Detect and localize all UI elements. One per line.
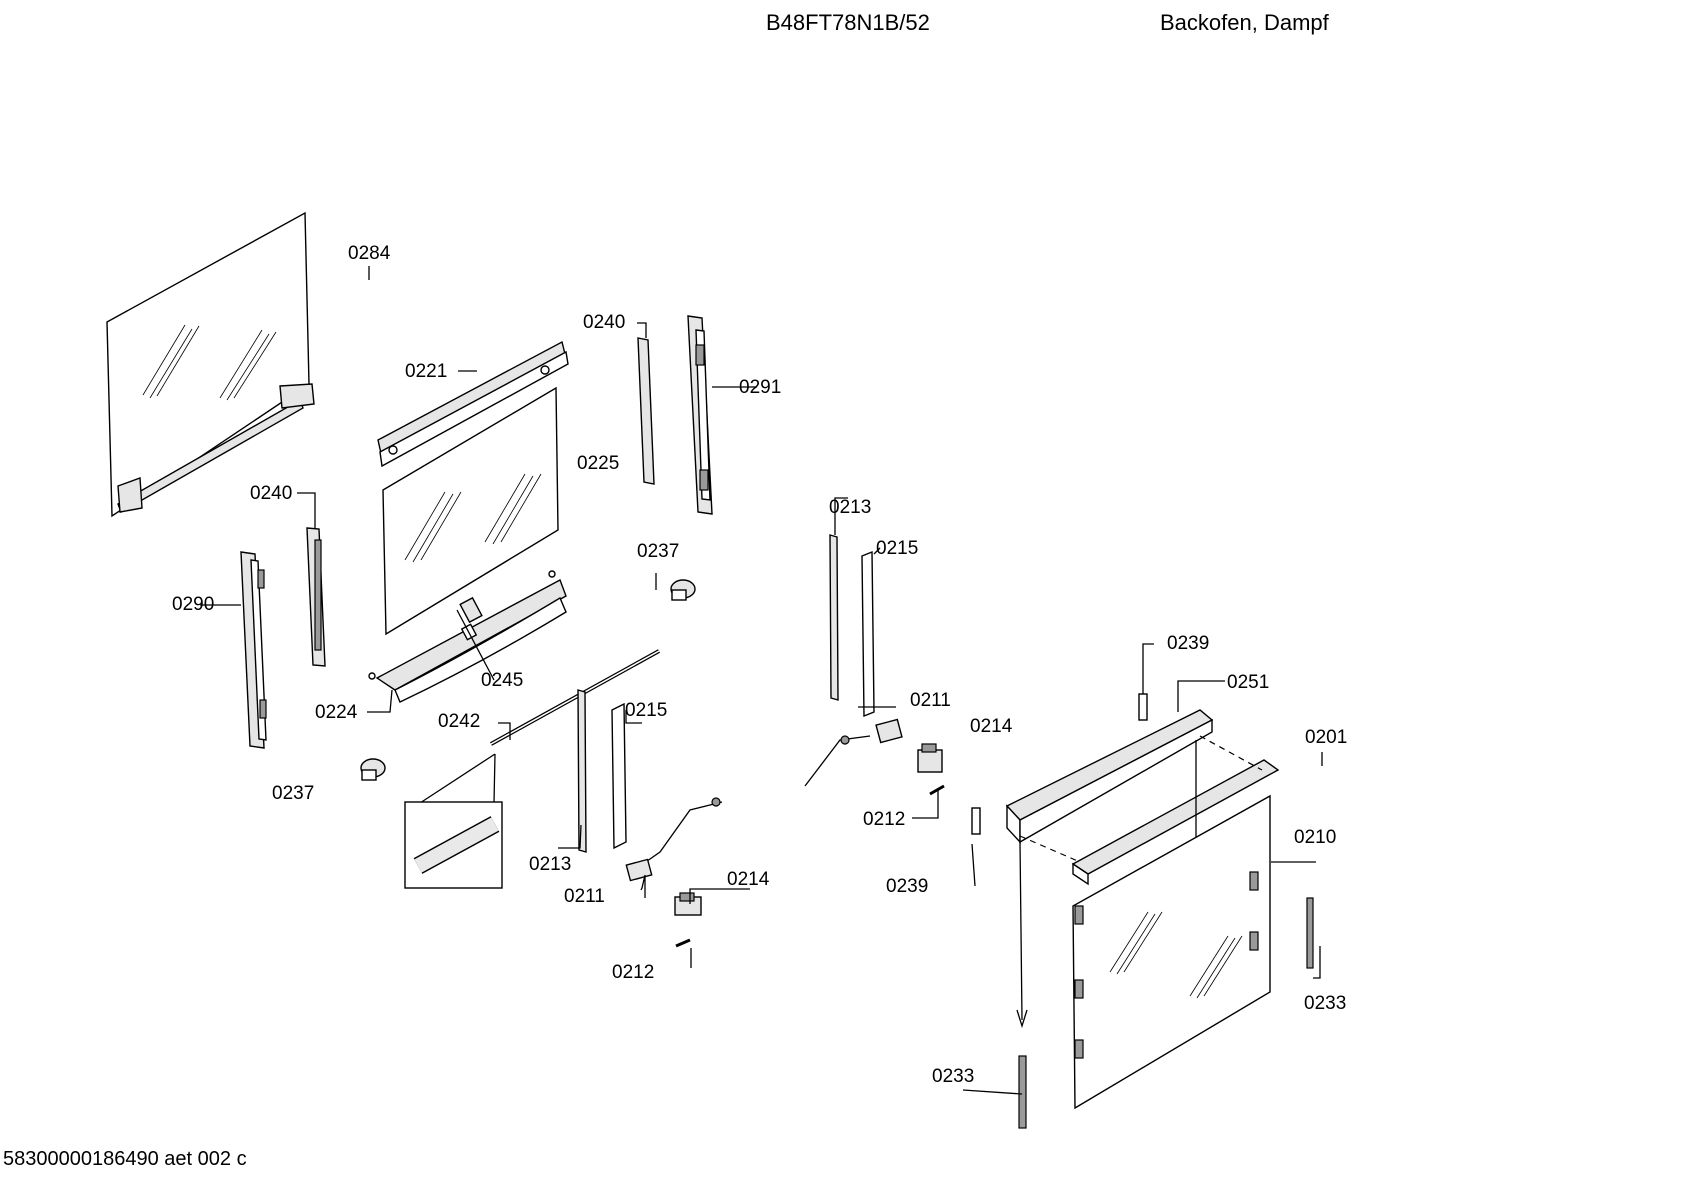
label-0245: 0245 (481, 670, 523, 691)
label-0214-left: 0214 (727, 869, 770, 890)
left-spacer (306, 527, 326, 667)
door-switch-right (804, 718, 945, 796)
label-0233-lower: 0233 (932, 1066, 974, 1087)
vertical-strip-right (861, 550, 875, 718)
label-0233-right: 0233 (1304, 993, 1346, 1014)
label-0215-right: 0215 (876, 538, 918, 559)
seal-rod (404, 649, 660, 889)
outer-glass-panel (106, 211, 315, 518)
hinge-spring-right (1306, 897, 1314, 969)
model-number: B48FT78N1B/52 (766, 10, 930, 35)
label-0221: 0221 (405, 361, 447, 382)
label-0212-left: 0212 (612, 962, 654, 983)
part-number-labels: 0284 0221 0240 0291 0225 0240 0213 0215 … (172, 243, 1347, 1087)
vertical-strip-left (611, 702, 627, 850)
label-0201: 0201 (1305, 727, 1347, 748)
label-0237-upper: 0237 (637, 541, 679, 562)
label-0290: 0290 (172, 594, 214, 615)
hinge-pin-upper (670, 579, 696, 601)
vertical-rail-left (577, 689, 587, 853)
label-0224: 0224 (315, 702, 358, 723)
hinge-spring-lower (1018, 1055, 1027, 1129)
right-side-profile (687, 315, 713, 515)
door-frame-assembly (1005, 709, 1280, 1110)
lower-door-trim (368, 570, 567, 703)
right-spacer (637, 337, 655, 485)
label-0210: 0210 (1294, 827, 1336, 848)
leader-lines (200, 266, 1323, 1095)
label-0237-lower: 0237 (272, 783, 314, 804)
small-clip-upper (1138, 693, 1148, 721)
upper-door-trim (377, 340, 569, 468)
label-0213-left: 0213 (529, 854, 571, 875)
label-0239-upper: 0239 (1167, 633, 1209, 654)
label-0239-lower: 0239 (886, 876, 928, 897)
vertical-rail-right (829, 534, 839, 701)
label-0214-right: 0214 (970, 716, 1013, 737)
label-0240-left: 0240 (250, 483, 292, 504)
label-0251: 0251 (1227, 672, 1269, 693)
inner-glass-panel (382, 386, 559, 636)
label-0211-right: 0211 (910, 690, 951, 711)
hinge-pin-lower (360, 758, 386, 781)
label-0213-right: 0213 (829, 497, 871, 518)
small-clip-lower (971, 807, 981, 835)
door-switch-left (625, 797, 723, 948)
label-0284: 0284 (348, 243, 391, 264)
label-0291: 0291 (739, 377, 781, 398)
label-0212-right: 0212 (863, 809, 905, 830)
label-0225: 0225 (577, 453, 619, 474)
appliance-description: Backofen, Dampf (1160, 10, 1329, 35)
label-0211-left: 0211 (564, 886, 605, 907)
label-0240-upper: 0240 (583, 312, 625, 333)
label-0215-left: 0215 (625, 700, 667, 721)
document-id: 58300000186490 aet 002 c (3, 1148, 247, 1170)
left-side-profile (240, 551, 267, 749)
label-0242: 0242 (438, 711, 480, 732)
